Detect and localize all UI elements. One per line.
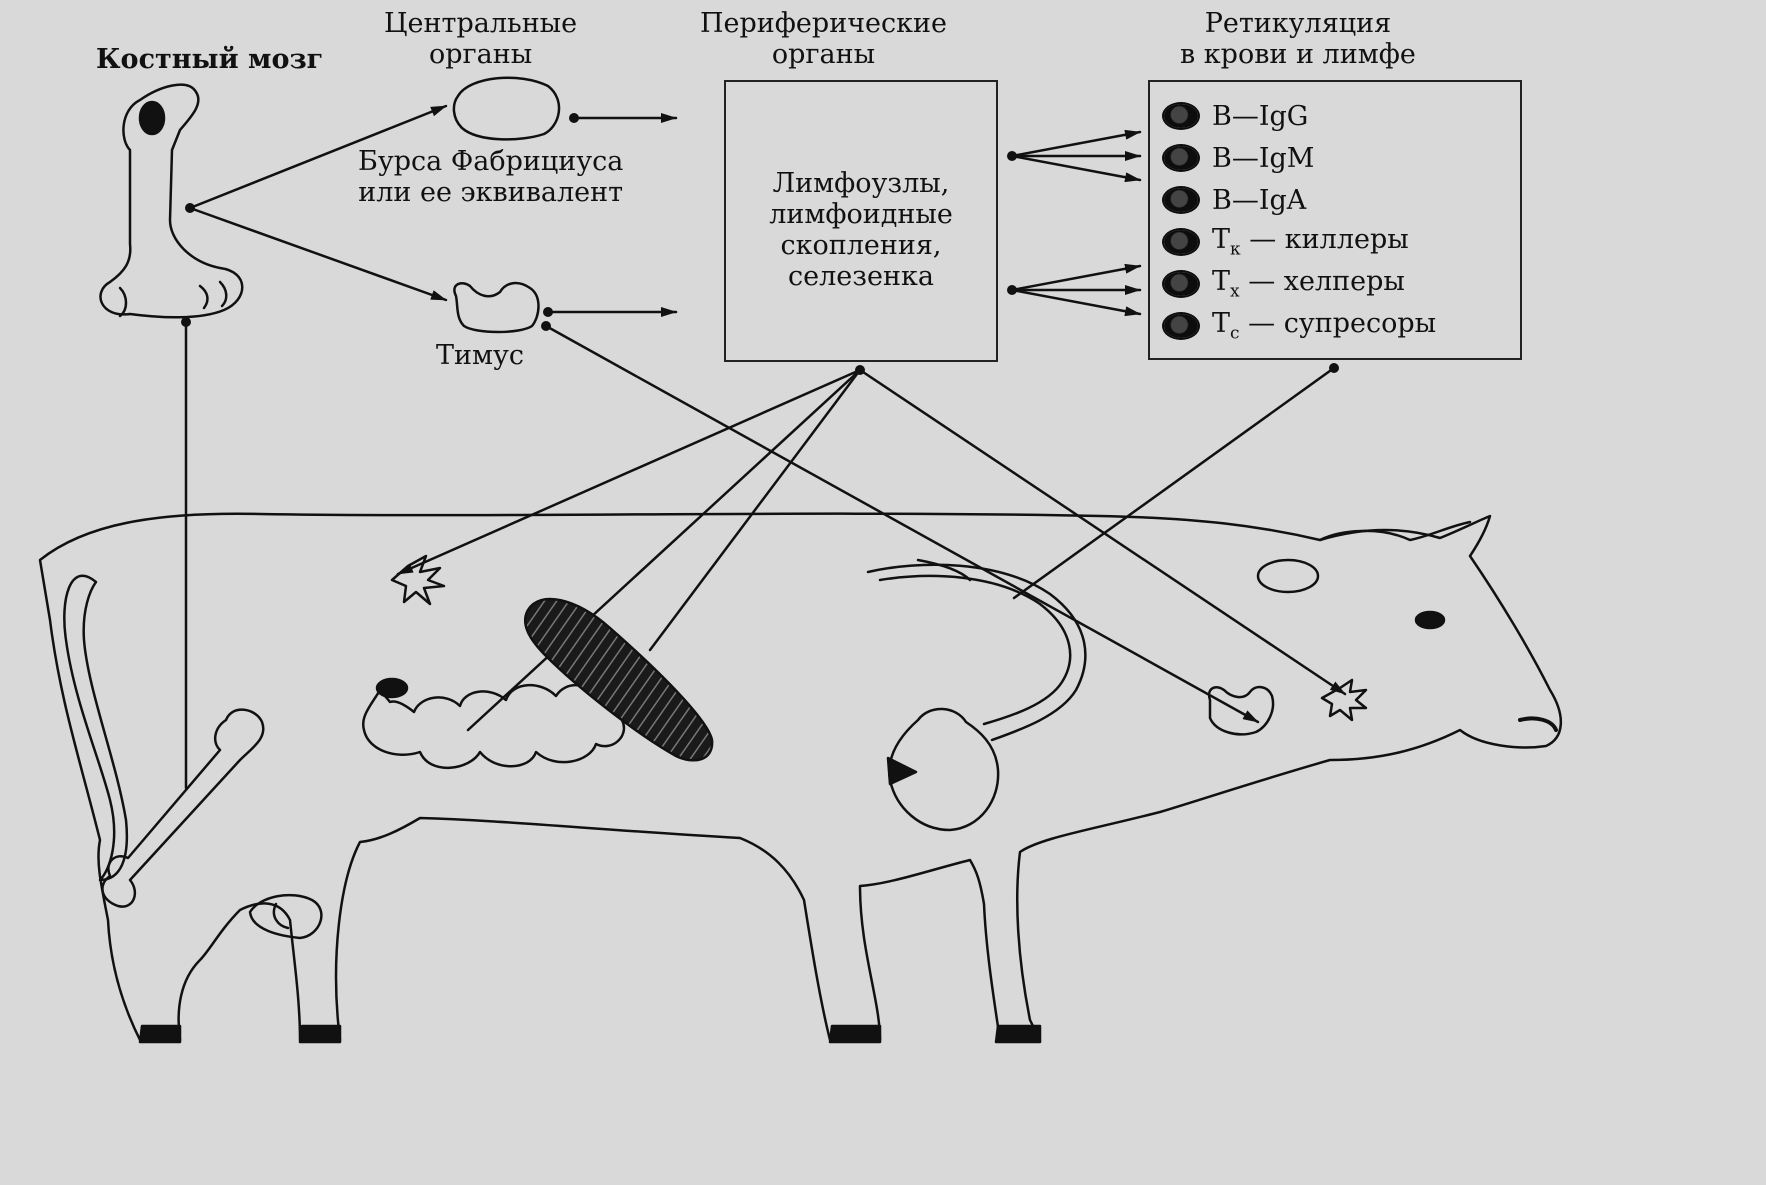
header-peripheral-organs: Периферические органы [700, 8, 947, 70]
cell-label: B—IgM [1212, 143, 1314, 174]
lymph-node-star-head [1322, 680, 1366, 720]
hoof [830, 1026, 880, 1042]
cell-item: B—IgM [1164, 140, 1314, 176]
peripheral-organs-box: Лимфоузлы, лимфоидные скопления, селезен… [724, 80, 998, 362]
cell-label: Tх — хелперы [1212, 266, 1405, 301]
intestine-illustration [363, 685, 625, 768]
cow-udder [250, 895, 321, 938]
peripheral-organs-text: Лимфоузлы, лимфоидные скопления, селезен… [726, 168, 996, 292]
cell-item: B—IgG [1164, 98, 1308, 134]
cell-item: Tх — хелперы [1164, 266, 1405, 302]
lymphocyte-icon [1164, 188, 1198, 212]
cow-ear [1258, 560, 1318, 592]
bone-marrow-spot [140, 102, 164, 134]
cow-tail [64, 576, 127, 880]
header-central-organs: Центральные органы [384, 8, 577, 70]
cell-item: B—IgA [1164, 182, 1306, 218]
lymphocyte-icon [1164, 146, 1198, 170]
cow-eye [1416, 612, 1444, 628]
cow-nostril [1520, 718, 1556, 730]
lymphocyte-icon [1164, 272, 1198, 296]
header-bone-marrow: Костный мозг [96, 44, 323, 75]
cell-label: B—IgG [1212, 101, 1308, 132]
lymphocyte-icon [1164, 104, 1198, 128]
cell-item: Tк — киллеры [1164, 224, 1409, 260]
thymus-label: Тимус [436, 340, 524, 371]
cell-item: Tс — супресоры [1164, 308, 1436, 344]
intestine-node [377, 679, 407, 697]
immune-organs-diagram: Костный мозг Центральные органы Перифери… [0, 0, 1566, 1052]
lymphocyte-icon [1164, 314, 1198, 338]
bursa-illustration [454, 78, 559, 140]
header-recirculation: Ретикуляция в крови и лимфе [1180, 8, 1416, 70]
bursa-label: Бурса Фабрициуса или ее эквивалент [358, 146, 623, 208]
cell-label: Tс — супресоры [1212, 308, 1436, 343]
cow-thymus-illustration [1209, 687, 1273, 734]
cell-label: Tк — киллеры [1212, 224, 1409, 259]
cell-label: B—IgA [1212, 185, 1306, 216]
leg-bone-illustration [102, 710, 263, 907]
cow-outline [40, 514, 1561, 1040]
lymphocyte-icon [1164, 230, 1198, 254]
hoof [140, 1026, 180, 1042]
lymph-node-star-back [392, 556, 444, 604]
blood-vessel [868, 565, 1085, 740]
hoof [996, 1026, 1040, 1042]
hoof [300, 1026, 340, 1042]
spleen-illustration [525, 599, 712, 760]
thymus-illustration [454, 283, 538, 332]
